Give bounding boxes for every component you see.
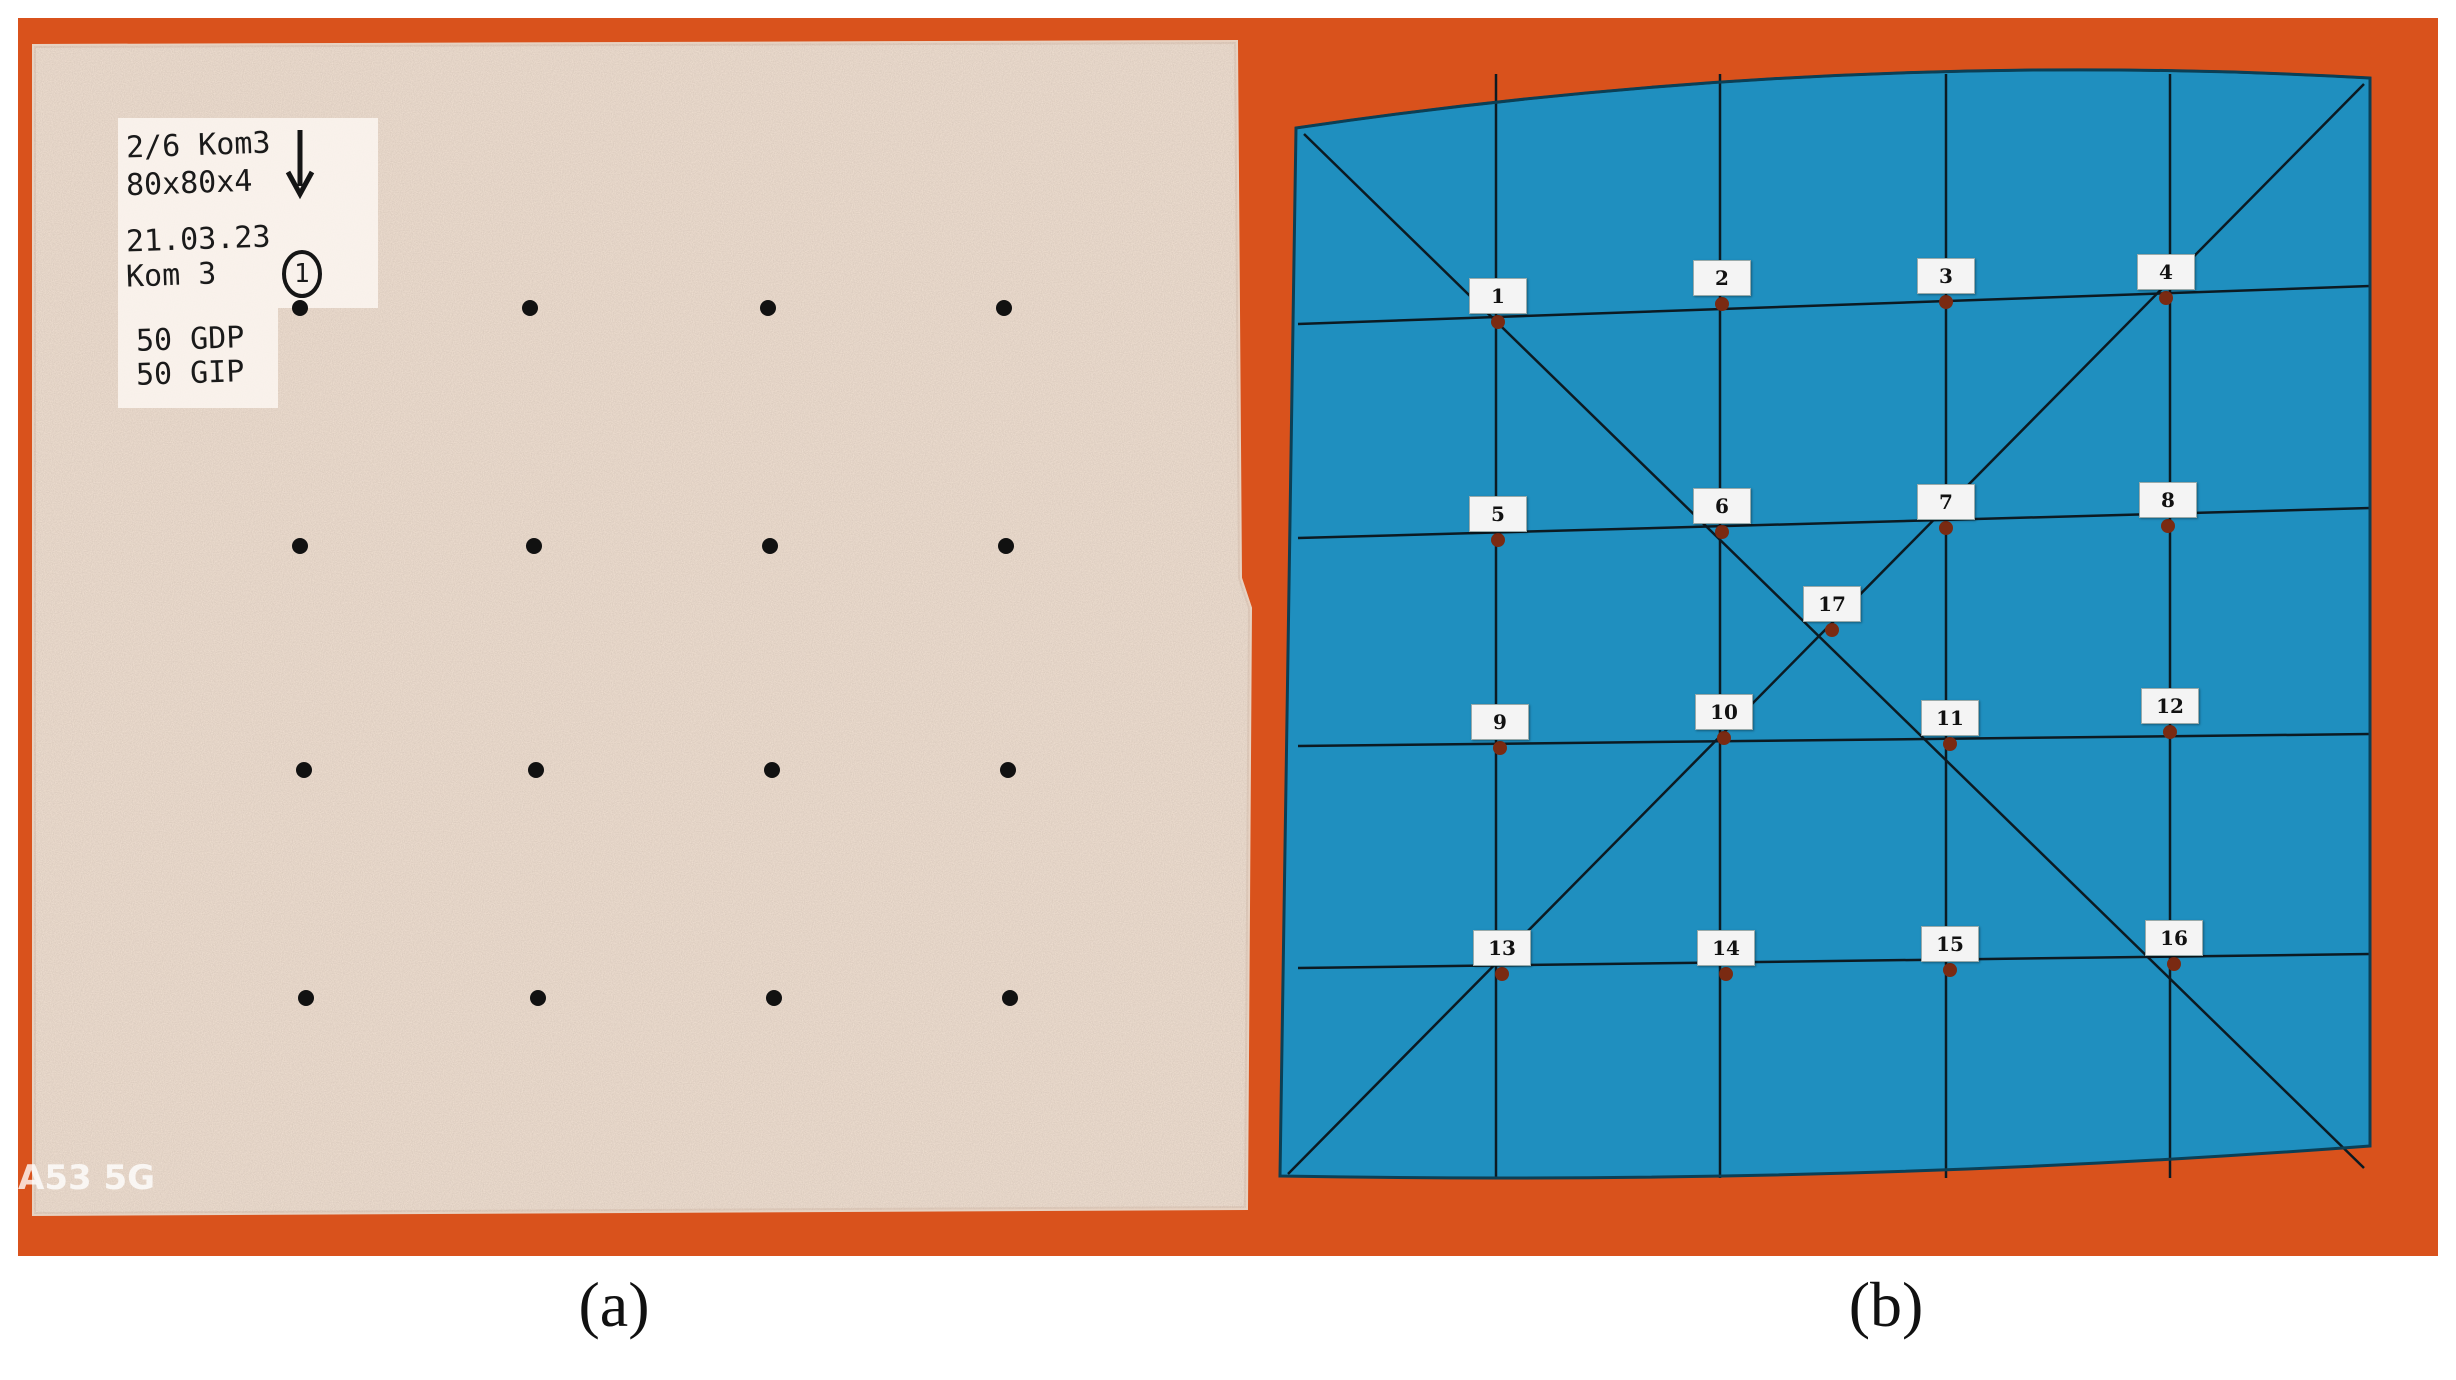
label-sticker	[118, 308, 278, 408]
point-label: 16	[2145, 920, 2203, 956]
membrane-edge	[1278, 68, 2372, 1180]
target-point	[2161, 519, 2175, 533]
target-point	[1491, 533, 1505, 547]
note-line: 50 GDP	[135, 320, 245, 359]
target-point	[1825, 623, 1839, 637]
photo: 2/6 Kom3 80x80x4 21.03.23 Kom 3 50 GDP 5…	[18, 18, 2438, 1256]
measurement-dot	[1002, 990, 1018, 1006]
foam-board	[32, 39, 1253, 1217]
point-label: 17	[1803, 586, 1861, 622]
target-point	[2163, 725, 2177, 739]
target-point	[1939, 521, 1953, 535]
measurement-dot	[530, 990, 546, 1006]
point-label: 14	[1697, 930, 1755, 966]
target-point	[2167, 957, 2181, 971]
target-point	[2159, 291, 2173, 305]
target-point	[1495, 967, 1509, 981]
measurement-dot	[292, 538, 308, 554]
measurement-dot	[522, 300, 538, 316]
measurement-dot	[526, 538, 542, 554]
camera-watermark: A53 5G	[18, 1158, 156, 1198]
measurement-dot	[528, 762, 544, 778]
measurement-dot	[298, 990, 314, 1006]
point-label: 11	[1921, 700, 1979, 736]
down-arrow-head	[285, 170, 315, 200]
point-label: 1	[1469, 278, 1527, 314]
label-sticker	[118, 118, 378, 308]
point-label: 15	[1921, 926, 1979, 962]
note-line: 50 GIP	[135, 354, 245, 393]
target-point	[1715, 297, 1729, 311]
point-label: 6	[1693, 488, 1751, 524]
measurement-dot	[292, 300, 308, 316]
point-label: 13	[1473, 930, 1531, 966]
note-line: Kom 3	[125, 256, 217, 295]
caption-a: (a)	[578, 1269, 650, 1340]
grid-line	[1297, 284, 2371, 326]
measurement-dots	[292, 300, 1018, 1006]
note-line: 80x80x4	[125, 163, 253, 204]
photo-svg	[32, 39, 2372, 1217]
note-line: 2/6 Kom3	[125, 125, 272, 166]
target-point	[1493, 741, 1507, 755]
target-point	[1491, 315, 1505, 329]
measurement-dot	[766, 990, 782, 1006]
note-line: 21.03.23	[125, 219, 272, 260]
target-points	[1491, 291, 2181, 981]
measurement-dot	[998, 538, 1014, 554]
point-label: 7	[1917, 484, 1975, 520]
target-point	[1943, 963, 1957, 977]
membrane	[1278, 68, 2372, 1180]
measurement-dot	[296, 762, 312, 778]
point-label: 12	[2141, 688, 2199, 724]
target-point	[1715, 525, 1729, 539]
grid-line	[1297, 732, 2371, 748]
point-label: 8	[2139, 482, 2197, 518]
circled-number-text: 1	[294, 259, 310, 289]
caption-b: (b)	[1848, 1269, 1924, 1340]
point-label: 10	[1695, 694, 1753, 730]
point-label: 4	[2137, 254, 2195, 290]
measurement-dot	[760, 300, 776, 316]
measurement-dot	[1000, 762, 1016, 778]
point-label: 5	[1469, 496, 1527, 532]
point-label: 9	[1471, 704, 1529, 740]
point-label: 3	[1917, 258, 1975, 294]
target-point	[1939, 295, 1953, 309]
circled-number	[282, 250, 322, 298]
measurement-dot	[996, 300, 1012, 316]
target-point	[1943, 737, 1957, 751]
target-point	[1719, 967, 1733, 981]
target-point	[1717, 731, 1731, 745]
point-label: 2	[1693, 260, 1751, 296]
measurement-dot	[762, 538, 778, 554]
measurement-dot	[764, 762, 780, 778]
